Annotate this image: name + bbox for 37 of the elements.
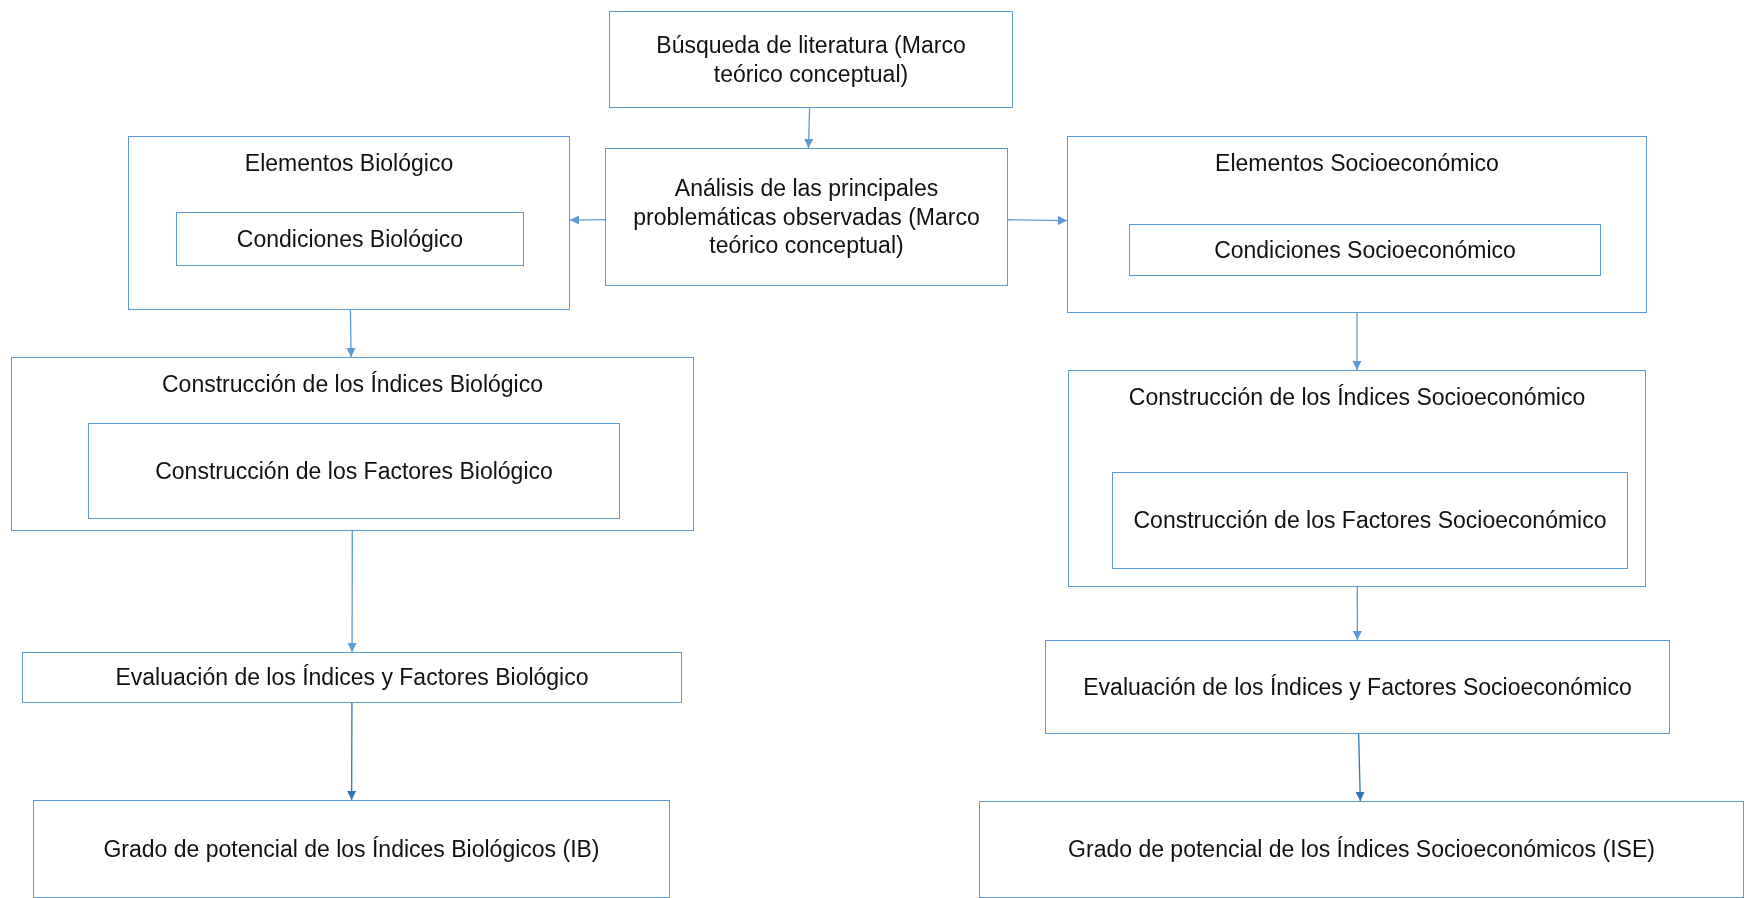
process-box [1068, 370, 1646, 587]
arrow [569, 215, 606, 225]
process-box [22, 652, 682, 703]
process-box [176, 212, 524, 266]
box-text: Búsqueda de literatura (Marco teórico conceptual) [655, 30, 967, 89]
box-text: Condiciones Socioeconómico [1214, 235, 1516, 265]
process-box [128, 136, 570, 310]
process-box [609, 11, 1013, 108]
arrow [347, 530, 357, 653]
arrow [1355, 733, 1365, 802]
box-text: Elementos Biológico [244, 149, 454, 178]
arrow [347, 702, 357, 801]
box-text: Construcción de los Factores Socioeconómico [1133, 506, 1607, 535]
box-text: Grado de potencial de los Índices Biológicos (IB) [103, 834, 600, 864]
arrow [804, 107, 814, 149]
process-box [33, 800, 670, 898]
process-box [88, 423, 620, 519]
box-text: Grado de potencial de los Índices Socioeconómicos (ISE) [1068, 835, 1655, 864]
process-box [1112, 472, 1628, 569]
arrow [346, 309, 356, 358]
process-box [1067, 136, 1647, 313]
arrow [1007, 215, 1068, 225]
process-box [1045, 640, 1670, 734]
process-box [605, 148, 1008, 286]
process-box [1129, 224, 1601, 276]
arrow [1352, 312, 1362, 371]
arrow [1352, 586, 1362, 641]
box-text: Condiciones Biológico [236, 224, 464, 254]
box-text: Construcción de los Índices Socioeconómico [1128, 383, 1586, 412]
box-text: Evaluación de los Índices y Factores Biológico [115, 663, 589, 692]
process-box [11, 357, 694, 531]
process-box [979, 801, 1744, 898]
box-text: Evaluación de los Índices y Factores Socioeconómico [1083, 672, 1632, 702]
box-text: Elementos Socioeconómico [1215, 149, 1499, 178]
box-text: Análisis de las principales problemáticas observadas (Marco teórico conceptual) [632, 173, 981, 261]
box-text: Construcción de los Índices Biológico [162, 370, 543, 399]
box-text: Construcción de los Factores Biológico [155, 456, 553, 486]
